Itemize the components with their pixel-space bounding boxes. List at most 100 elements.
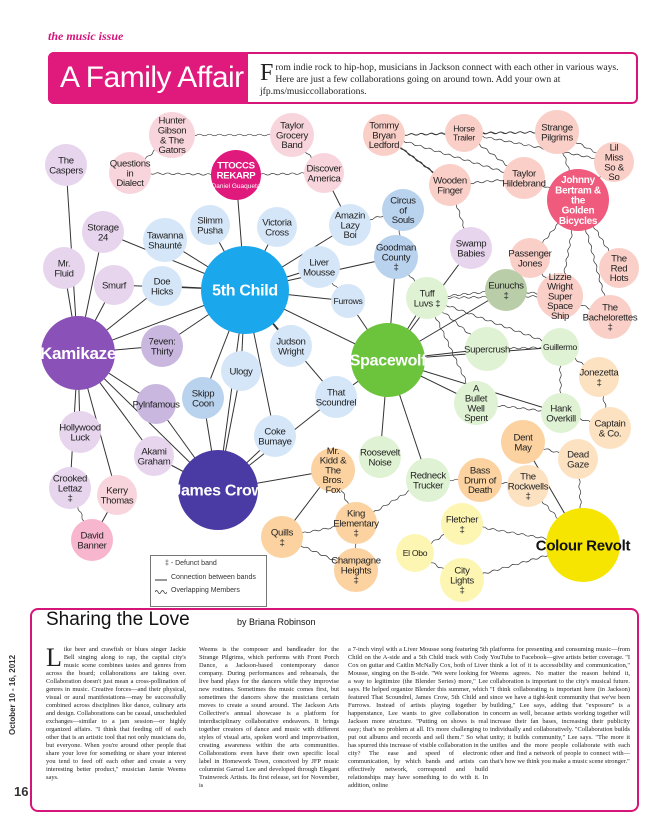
band-node-label: Mousse (303, 267, 335, 278)
band-node-label: Bass (470, 466, 491, 477)
band-node-label: Tuff (420, 289, 435, 300)
overlap-line (426, 297, 561, 348)
band-node-label: Coke (264, 427, 285, 438)
band-node-label: Hunter (159, 116, 187, 127)
band-node-label: Well (467, 403, 484, 414)
band-node-circle (315, 376, 357, 418)
band-node-label: Slimm (197, 216, 222, 227)
band-node-circle (458, 458, 502, 502)
band-node-label: Hots (610, 273, 629, 284)
band-node-label: Rockwells (508, 481, 549, 492)
band-node-circle (49, 467, 91, 509)
band-node-label: Tommy (369, 121, 399, 132)
band-node-circle (136, 384, 176, 424)
band-node-label: El Obo (403, 548, 428, 558)
band-node-fletcher: Fletcher‡ (441, 503, 483, 545)
band-node-circle (450, 227, 492, 269)
band-node-label: Taylor (512, 169, 537, 180)
band-node-label: Pylnfamous (132, 399, 180, 410)
band-node-colourrevolt: Colour Revolt (536, 508, 631, 582)
band-node-label: ‡ (67, 493, 72, 504)
band-node-circle (406, 277, 448, 319)
band-node-circle (374, 235, 418, 279)
band-node-label: Hollywood (59, 423, 101, 434)
band-node-circle (510, 238, 550, 278)
band-node-label: Kamikaze (40, 344, 116, 363)
band-node-label: So & (604, 162, 625, 173)
overlap-line (383, 134, 525, 179)
band-node-circle (190, 205, 230, 245)
band-node-label: ‡ (279, 537, 284, 548)
band-node-label: Kidd & (320, 456, 347, 467)
band-node-label: County (382, 252, 411, 263)
band-node-circle (454, 381, 498, 425)
band-node-label: The (325, 465, 341, 476)
section-tag: the music issue (48, 29, 124, 43)
band-node-circle (359, 436, 401, 478)
band-node-zeven: 7even:Thirty (141, 325, 183, 367)
band-node-circle (149, 112, 195, 158)
band-node-label: & Co. (599, 428, 622, 439)
band-node-label: May (514, 442, 532, 453)
band-node-circle (41, 316, 115, 390)
band-node-label: Smurf (102, 280, 127, 291)
band-node-label: Luvs ‡ (414, 298, 440, 309)
wavy-line-icon (155, 590, 167, 594)
band-node-label: the (571, 196, 586, 207)
band-node-label: The (58, 156, 74, 167)
band-node-circle (329, 204, 371, 246)
band-node-label: Judson (276, 337, 305, 348)
legend-connection: Connection between bands (171, 574, 256, 581)
band-node-label: America (307, 173, 341, 184)
legend-defunct: ‡ - Defunct band (165, 560, 217, 567)
band-node-label: Coon (192, 398, 214, 409)
band-node-circle (331, 284, 365, 318)
band-node-spacewolf: Spacewolf (350, 323, 427, 397)
band-node-label: in (127, 168, 134, 179)
band-node-label: Babies (457, 248, 485, 259)
band-node-label: Boi (344, 230, 357, 241)
band-node-circle (45, 144, 87, 186)
band-node-label: David (80, 531, 103, 542)
band-node-label: Bicycles (559, 216, 598, 227)
band-node-label: Eunuchs (488, 281, 524, 292)
band-node-label: Strange (541, 123, 573, 134)
band-node-circle (270, 325, 312, 367)
band-node-label: Wright (278, 346, 304, 357)
band-node-label: Trailer (453, 132, 475, 142)
article-column-4: platforms for presenting and consuming m… (490, 646, 630, 765)
band-node-circle (440, 558, 484, 602)
band-node-circle (396, 534, 434, 572)
band-node-label: Golden (562, 206, 595, 217)
band-node-label: ‡ (393, 262, 398, 273)
band-node-label: Bachelorettes (583, 312, 638, 323)
band-node-circle (94, 265, 134, 305)
band-node-label: Captain (595, 419, 626, 430)
article-title: Sharing the Love (46, 609, 190, 630)
band-node-circle (579, 357, 619, 397)
band-node-circle (507, 465, 549, 507)
band-node-label: Gators (159, 145, 186, 156)
band-node-label: Gaze (567, 459, 589, 470)
band-node-label: Lazy (340, 220, 360, 231)
band-node-label: Mr. (58, 259, 70, 270)
band-node-label: Johnny (561, 175, 595, 186)
band-node-label: Thirty (151, 346, 174, 357)
band-node-circle (335, 502, 377, 544)
band-node-label: Elementary (333, 518, 379, 529)
band-node-furrows: Furrows (331, 284, 365, 318)
